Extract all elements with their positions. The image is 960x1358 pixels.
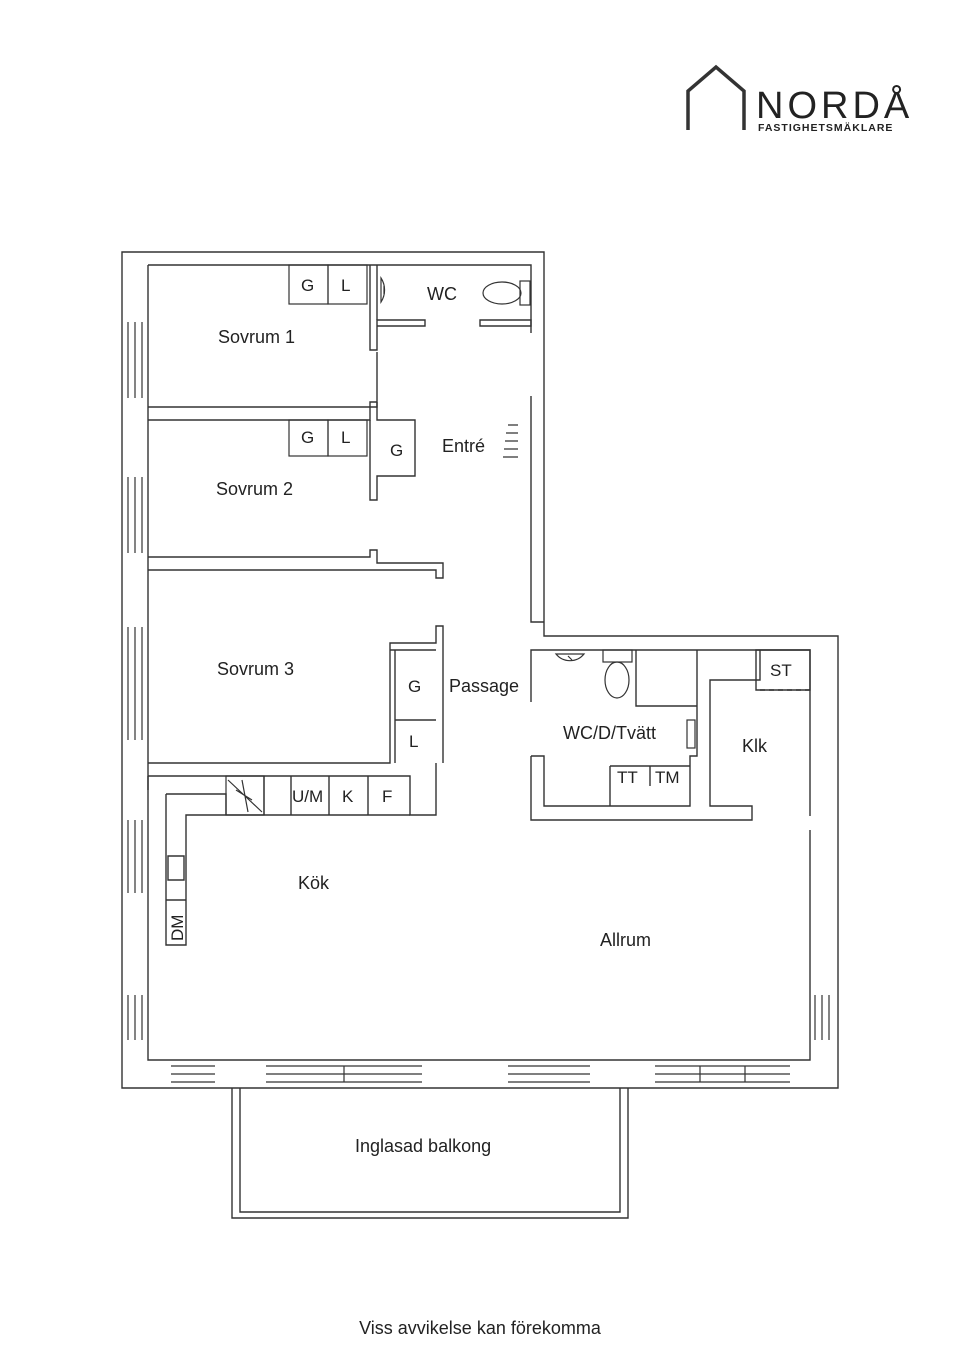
closet-wall [390,649,436,763]
fixture-label-l3: L [409,732,418,751]
sovrum1-wall-top [148,401,377,421]
window-bottom-4 [655,1065,790,1083]
room-label-entre: Entré [442,436,485,456]
room-label-sovrum3: Sovrum 3 [217,659,294,679]
fixture-label-f: F [382,787,392,806]
bath-inner [609,650,697,806]
dm-box [166,855,186,901]
window-left-4 [127,820,143,893]
room-label-passage: Passage [449,676,519,696]
kitchen-counter [165,776,410,946]
fixture-label-g-entre: G [390,441,403,460]
fixture-label-tm: TM [655,768,680,787]
bath-sink-icon [554,653,586,662]
balcony-wall [231,1088,629,1219]
windows [127,322,830,1083]
fixture-label-l1: L [341,276,350,295]
room-label-kok: Kök [298,873,330,893]
toilet-tank [519,280,531,306]
room-label-balkong: Inglasad balkong [355,1136,491,1156]
toilet-icon [482,281,522,305]
bath-toilet-tank [602,649,633,663]
fixture-label-g2: G [301,428,314,447]
bath-toilet-icon [604,661,630,699]
fixture-label-dm: DM [168,915,187,941]
footer-note: Viss avvikelse kan förekomma [359,1318,602,1338]
window-right [814,995,830,1040]
room-labels: Sovrum 1 WC Entré Sovrum 2 Sovrum 3 Pass… [216,284,768,1156]
window-left-3 [127,627,143,740]
logo: NORDÅ FASTIGHETSMÄKLARE [686,64,913,134]
room-label-allrum: Allrum [600,930,651,950]
logo-brand: NORDÅ [756,83,913,127]
sovrum3-wall [148,625,444,764]
fixture-label-g3: G [408,677,421,696]
room-label-wc-d-tvatt: WC/D/Tvätt [563,723,656,743]
window-bottom-1 [171,1065,215,1083]
logo-tagline: FASTIGHETSMÄKLARE [758,121,893,134]
sovrum1-wall [148,352,378,408]
fixture-label-g1: G [301,276,314,295]
outer-wall [121,251,839,1089]
bath-walls [530,650,761,821]
window-left-2 [127,477,143,553]
walls [121,251,839,1219]
fixture-label-tt: TT [617,768,638,787]
sovrum2-wall [148,549,444,579]
room-label-klk: Klk [742,736,768,756]
sink-icon [380,275,386,305]
fixture-labels: G L G L G G L U/M K F DM ST TT TM [168,276,792,941]
wardrobe-l2 [327,419,368,457]
fixture-label-k: K [342,787,354,806]
room-label-sovrum2: Sovrum 2 [216,479,293,499]
fixture-label-um: U/M [292,787,323,806]
fixture-label-l2: L [341,428,350,447]
window-bottom-2 [266,1065,422,1083]
wardrobe-l1 [327,264,368,305]
house-outline-icon [686,64,746,130]
window-left-5 [127,995,143,1040]
window-left-1 [127,322,143,398]
stove-icon [225,775,265,816]
room-label-sovrum1: Sovrum 1 [218,327,295,347]
room-label-wc: WC [427,284,457,304]
shower-drain [686,719,696,749]
entre-wall [369,402,416,501]
door-dashes [503,424,518,458]
fixture-label-st: ST [770,661,792,680]
window-bottom-3 [508,1065,590,1083]
fixtures [225,264,696,816]
inner-wall [147,264,811,1061]
wc-walls [369,265,532,351]
